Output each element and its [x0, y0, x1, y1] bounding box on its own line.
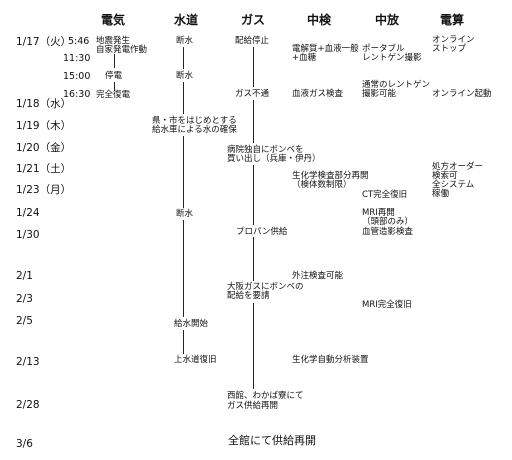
gas-timeline-5 — [253, 303, 254, 389]
gas-timeline-1 — [253, 47, 254, 87]
water-timeline-1 — [183, 47, 184, 69]
event-gas-cylinder-2: 買い出し（兵庫・伊丹） — [227, 154, 321, 164]
event-gas-cylinder-1: 病院独自にボンベを — [227, 145, 304, 155]
gas-timeline-4 — [253, 237, 254, 281]
water-timeline-4 — [183, 220, 184, 317]
event-gas-resume-2: ガス供給再開 — [227, 401, 279, 411]
date-0124: 1/24 — [16, 207, 40, 219]
date-0117: 1/17（火） — [16, 36, 72, 48]
event-water-cut-3: 断水 — [176, 209, 194, 219]
date-0123: 1/23（月） — [16, 184, 72, 196]
event-water-cut-2: 断水 — [176, 71, 194, 81]
footer-all-resumed: 全館にて供給再開 — [228, 434, 316, 447]
date-0203: 2/3 — [16, 293, 33, 305]
event-gas-out: ガス不通 — [235, 89, 270, 99]
event-comp-system-1: 全システム — [432, 180, 475, 190]
event-propane: プロパン供給 — [236, 227, 288, 237]
event-gas-resume-1: 西館、わかば寮にて — [227, 391, 304, 401]
event-generator: 自家発電作動 — [96, 45, 148, 55]
header-water: 水道 — [174, 13, 199, 27]
time-1130: 11:30 — [63, 53, 91, 64]
water-timeline-3 — [183, 136, 184, 208]
event-comp-online-1: オンライン — [432, 35, 475, 45]
event-rad-portable-1: ポータブル — [362, 44, 405, 54]
header-computer: 電算 — [440, 13, 465, 27]
time-1500: 15:00 — [63, 71, 91, 82]
event-rad-xray-2: 撮影可能 — [362, 89, 397, 99]
event-gas-stop: 配給停止 — [235, 36, 270, 46]
event-comp-system-2: 稼働 — [432, 189, 450, 199]
date-0306: 3/6 — [16, 438, 33, 450]
event-lab-analyzer: 生化学自動分析装置 — [292, 355, 369, 365]
event-rad-mri-1: MRI再開 — [362, 208, 395, 218]
date-0201: 2/1 — [16, 270, 33, 282]
event-rad-portable-2: レントゲン撮影 — [362, 53, 422, 63]
event-lab-biochem-1: 生化学検査部分再開 — [292, 171, 369, 181]
event-lab-electrolyte-1: 電解質+血液一般 — [292, 44, 359, 54]
header-gas: ガス — [241, 13, 266, 27]
date-0205: 2/5 — [16, 315, 33, 327]
event-osaka-gas-2: 配給を要請 — [227, 291, 270, 301]
date-0228: 2/28 — [16, 399, 40, 411]
gas-timeline-2 — [253, 100, 254, 143]
date-0213: 2/13 — [16, 356, 40, 368]
event-osaka-gas-1: 大阪ガスにボンベの — [227, 282, 304, 292]
event-water-cut-1: 断水 — [176, 36, 194, 46]
event-comp-order-2: 検索可 — [432, 171, 458, 181]
header-radiology: 中放 — [375, 13, 400, 27]
event-water-truck-1: 県・市をはじめとする — [152, 116, 237, 126]
date-0130: 1/30 — [16, 229, 40, 241]
event-water-supply-start: 給水開始 — [174, 319, 209, 329]
event-rad-ct: CT完全復旧 — [362, 190, 408, 200]
event-earthquake: 地震発生 — [96, 36, 131, 46]
gas-timeline-3 — [253, 165, 254, 225]
event-comp-online-start: オンライン起動 — [432, 89, 492, 99]
date-0119: 1/19（木） — [16, 120, 72, 132]
event-power-restored: 完全復電 — [96, 90, 131, 100]
electricity-timeline-2 — [114, 82, 115, 91]
water-timeline-5 — [183, 330, 184, 354]
header-lab: 中検 — [307, 13, 332, 27]
event-blackout: 停電 — [105, 71, 123, 81]
event-rad-angio: 血管造影検査 — [362, 227, 414, 237]
header-electricity: 電気 — [101, 13, 126, 27]
electricity-timeline-1 — [114, 54, 115, 68]
time-0546: 5:46 — [68, 36, 90, 47]
event-water-truck-2: 給水車による水の確保 — [152, 125, 237, 135]
event-rad-mri-full: MRI完全復旧 — [362, 300, 412, 310]
water-timeline-2 — [183, 82, 184, 114]
date-0121: 1/21（土） — [16, 163, 72, 175]
event-lab-biochem-2: （検体数制限） — [292, 180, 352, 190]
date-0118: 1/18（水） — [16, 98, 72, 110]
event-lab-outsource: 外注検査可能 — [292, 271, 344, 281]
time-1630: 16:30 — [63, 89, 91, 100]
date-0120: 1/20（金） — [16, 142, 72, 154]
event-rad-mri-2: （頭部のみ） — [362, 217, 414, 227]
event-comp-online-2: ストップ — [432, 44, 467, 54]
event-lab-electrolyte-2: +血糖 — [292, 53, 317, 63]
event-lab-blood-gas: 血液ガス検査 — [292, 89, 344, 99]
event-rad-xray-1: 通常のレントゲン — [362, 80, 431, 90]
event-comp-order-1: 処方オーダー — [432, 162, 484, 172]
event-water-restored: 上水道復旧 — [174, 355, 217, 365]
